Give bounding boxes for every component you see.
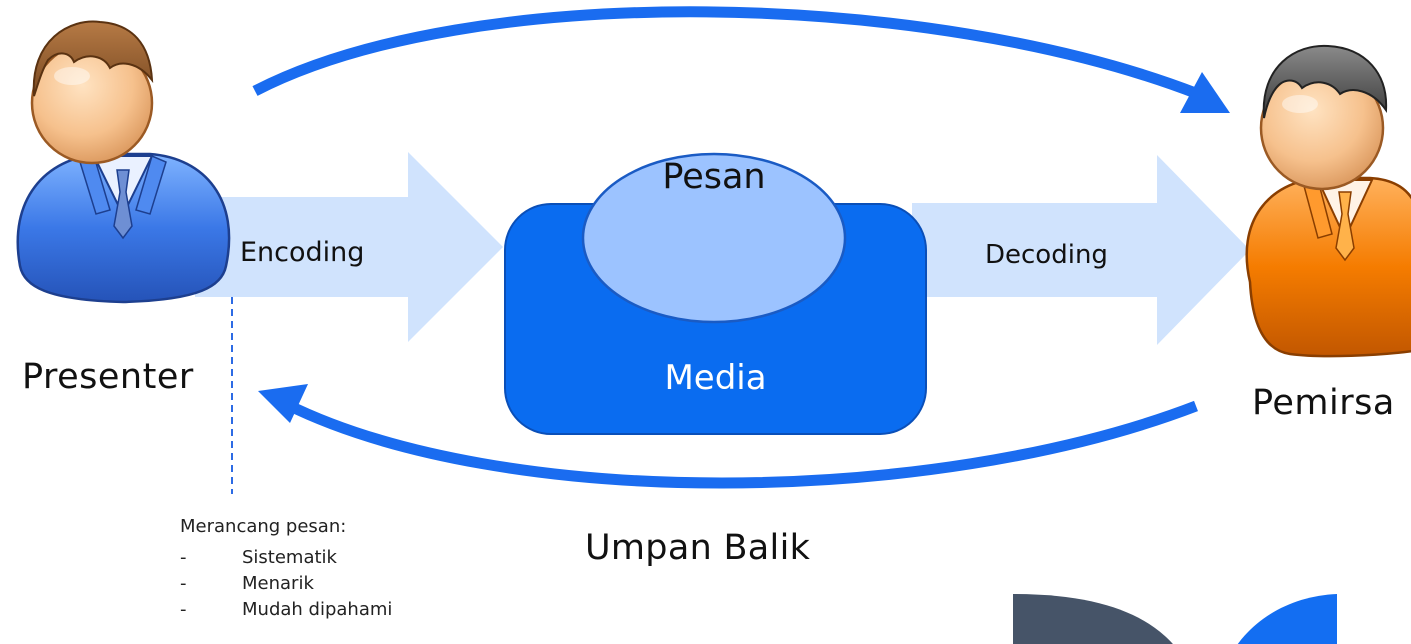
notes-item: Menarik (180, 571, 410, 597)
viewer-person-icon (1245, 44, 1411, 358)
feedback-arrowhead (258, 384, 308, 423)
viewer-label: Pemirsa (1252, 383, 1395, 423)
media-label: Media (664, 358, 767, 398)
presenter-person-icon (16, 20, 231, 304)
message-design-notes: Merancang pesan: Sistematik Menarik Muda… (180, 515, 410, 623)
message-label: Pesan (662, 157, 766, 197)
notes-title: Merancang pesan: (180, 516, 347, 537)
presenter-label: Presenter (22, 357, 194, 397)
corner-dark-shape (1013, 594, 1173, 644)
top-curved-arrow (252, 6, 1200, 100)
corner-blue-shape (1237, 594, 1337, 644)
decoding-label: Decoding (985, 240, 1108, 270)
encoding-arrow (195, 152, 503, 342)
notes-list: Sistematik Menarik Mudah dipahami (180, 545, 410, 623)
notes-item: Mudah dipahami (180, 597, 410, 623)
feedback-label: Umpan Balik (585, 528, 811, 568)
feedback-curved-arrow (283, 399, 1198, 489)
top-arrowhead (1180, 72, 1230, 113)
notes-item: Sistematik (180, 545, 410, 571)
decoding-arrow (912, 155, 1250, 345)
message-bubble (581, 152, 847, 324)
encoding-label: Encoding (240, 237, 365, 268)
